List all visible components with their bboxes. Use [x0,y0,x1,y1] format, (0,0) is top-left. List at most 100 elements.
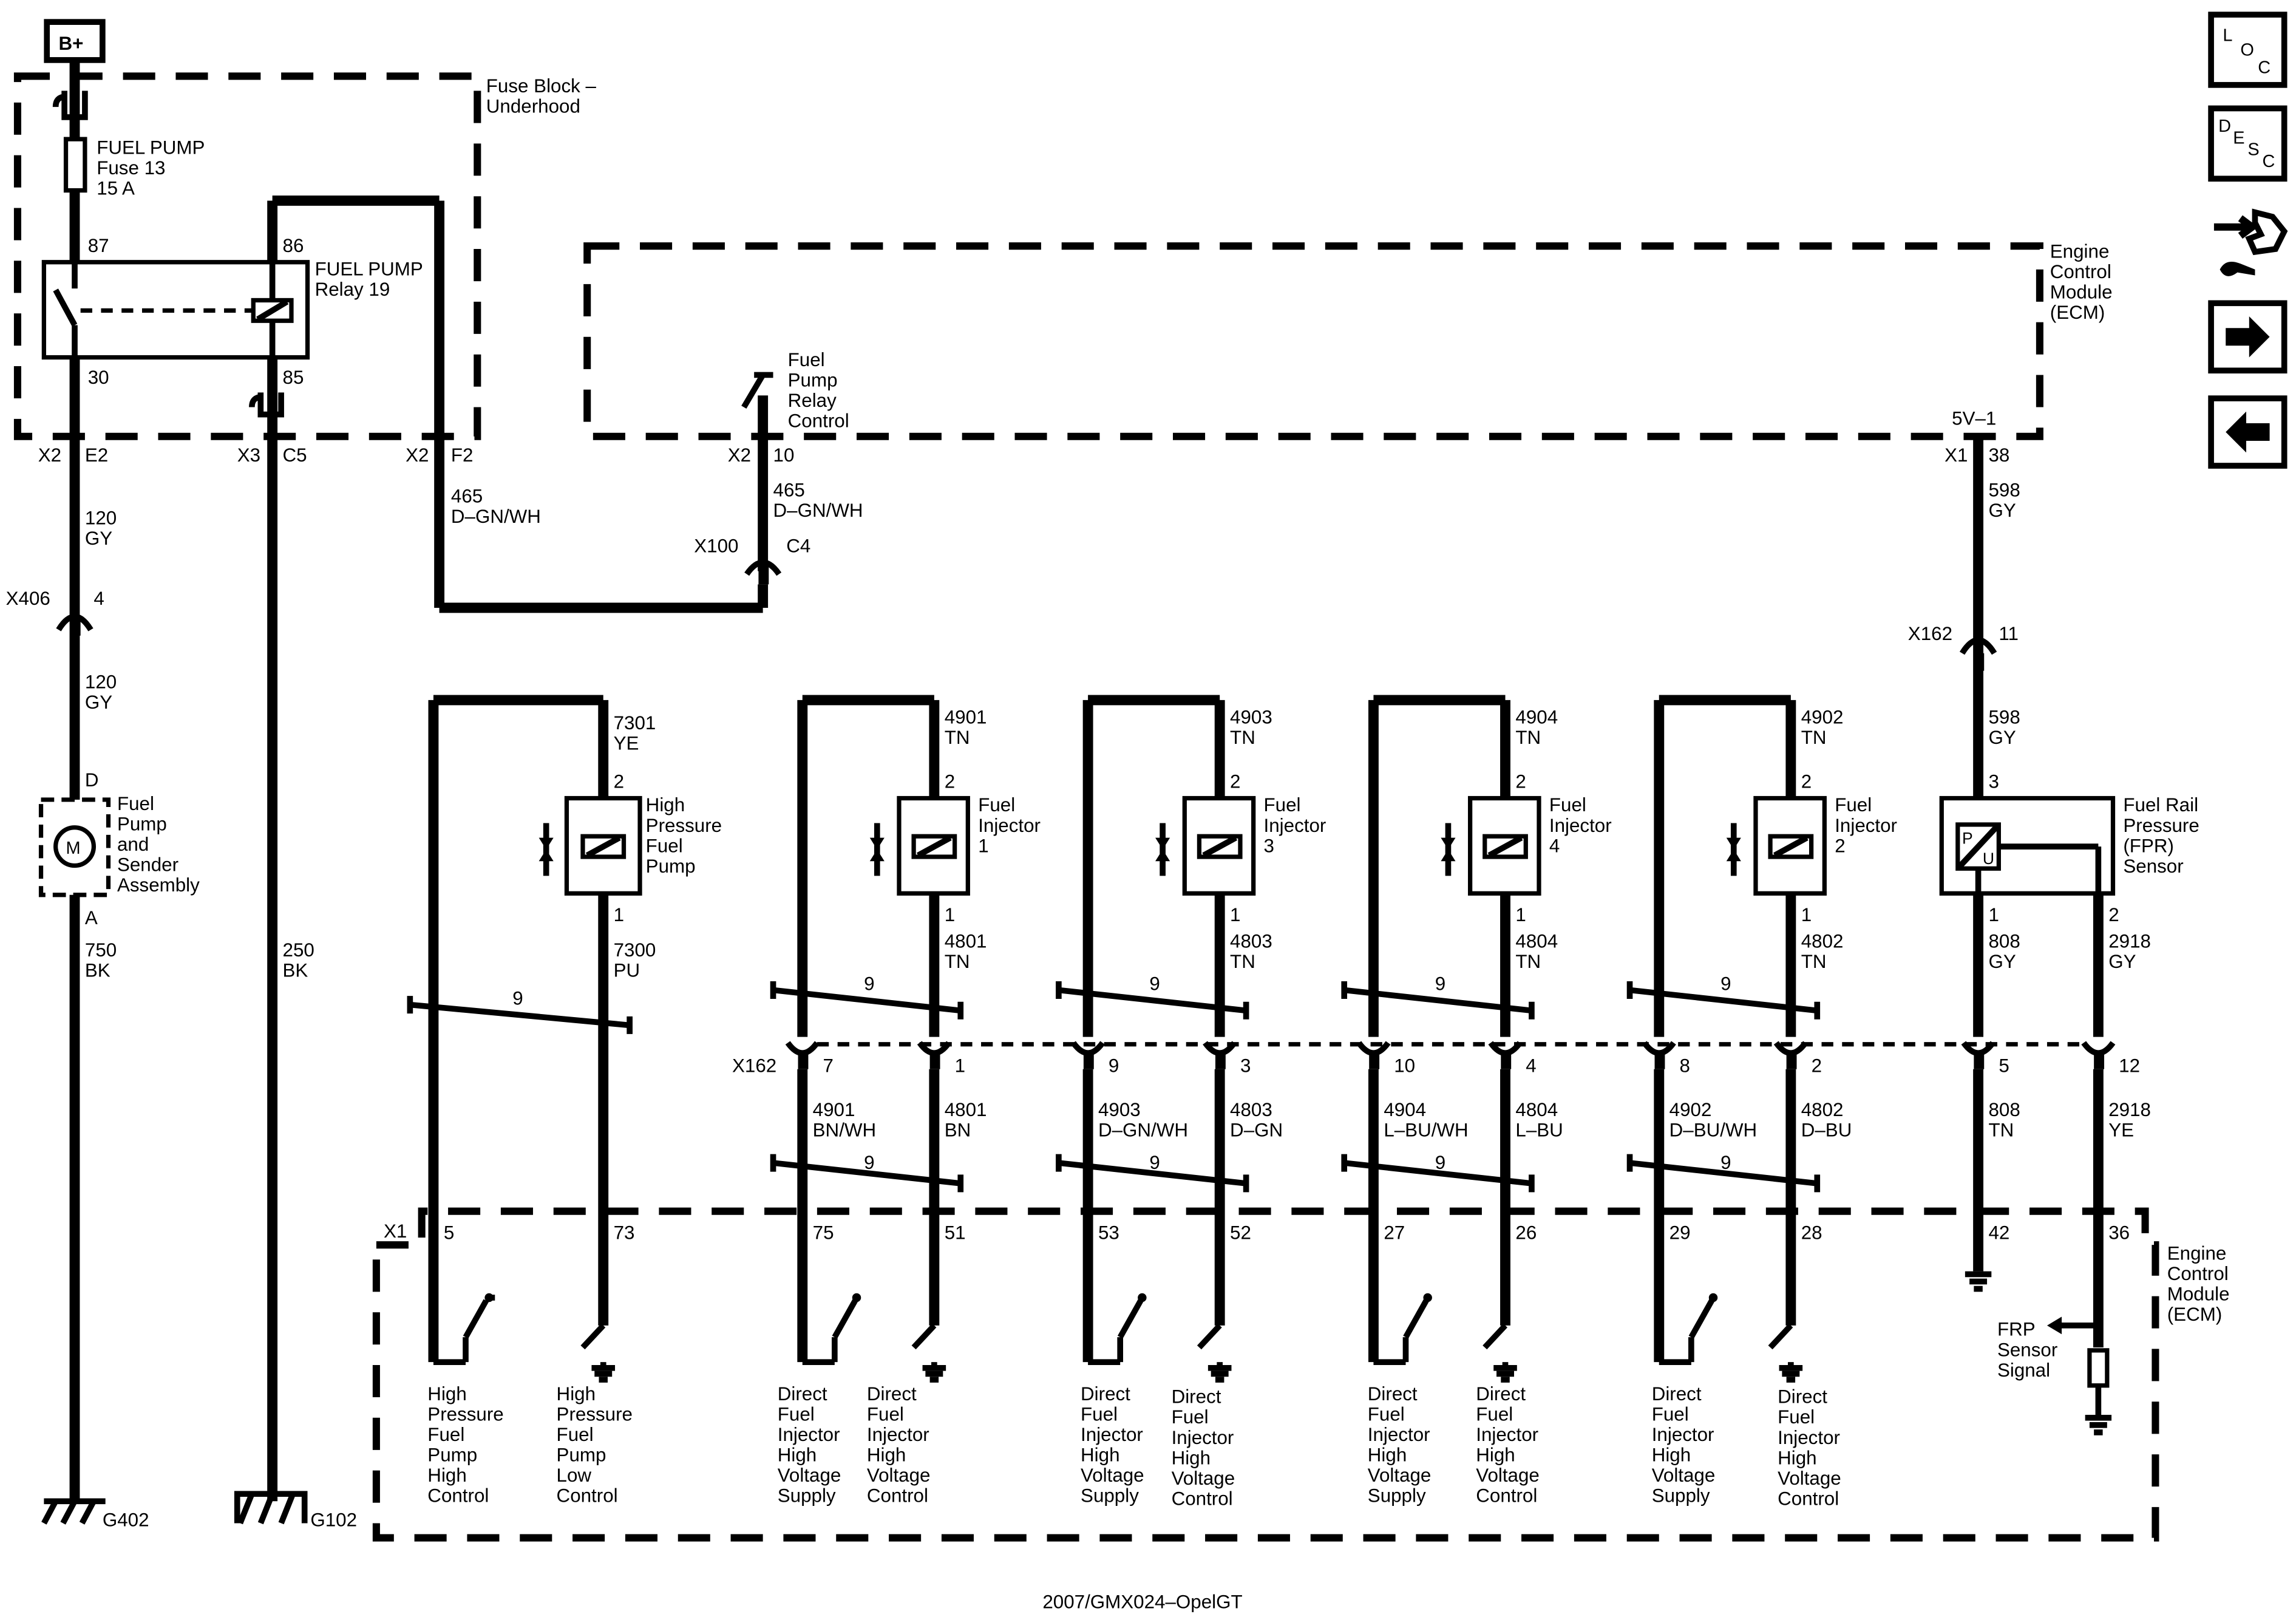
inj3-bundle2: 9 [1149,1152,1160,1173]
ecm-pin-38: 38 [1988,444,2009,466]
inj2-conn-left: 8 [1680,1055,1690,1077]
inj4-pin-bot: 1 [1515,904,1526,925]
connector-end-view-icon[interactable] [2213,208,2288,276]
hp-valve-icon [538,823,554,876]
svg-text:D: D [2218,117,2231,136]
svg-text:O: O [2240,41,2254,60]
conn-x2-right: X2 [406,444,429,466]
inj2-pin-bot: 1 [1801,904,1812,925]
fuse-block-label: Fuse Block –Underhood [486,75,597,117]
inj3-pin-bot: 1 [1230,904,1240,925]
svg-text:S: S [2247,140,2259,160]
next-arrow-icon[interactable] [2208,300,2288,374]
ground-g402-label: G402 [103,1509,149,1530]
injector-4 [1341,695,1541,1363]
frp-ecm-36: 36 [2108,1222,2130,1244]
ground-g402-icon [41,1498,106,1525]
conn-e2: E2 [85,444,108,466]
inj1-bundle1: 9 [864,973,874,994]
inj1-ecm-left: 75 [813,1222,834,1244]
injector-2 [1626,695,1827,1363]
c5-connector-icon [249,392,284,418]
svg-text:L: L [2223,26,2232,46]
frp-pin-2: 2 [2108,904,2119,925]
frp-ground-icon [1965,1271,1992,1292]
x406-pin: 4 [93,588,104,609]
ecm-conn-x2: X2 [728,444,751,466]
previous-arrow-icon[interactable] [2208,395,2288,469]
hp-pump-pin-1: 1 [614,904,624,925]
inj4-ecm-right: 26 [1515,1222,1537,1244]
frp-pin-3: 3 [1988,771,1999,792]
ground-g102-icon [234,1491,308,1525]
frp-p: P [1962,829,1973,847]
frp-resistor-ground-icon [2085,1414,2112,1435]
conn-c5: C5 [283,444,307,466]
ecm-driver-switches [433,1293,1803,1383]
x406-label: X406 [6,588,50,609]
inj4-conn-right: 4 [1526,1055,1536,1077]
inj4-pin-top: 2 [1515,771,1526,792]
inj3-conn-right: 3 [1240,1055,1251,1077]
inj3-ecm-right: 52 [1230,1222,1251,1244]
description-button[interactable]: D E S C [2208,105,2288,182]
inj2-pin-top: 2 [1801,771,1812,792]
hp-bundle-icon [407,996,633,1034]
inj2-conn-right: 2 [1812,1055,1822,1077]
inj1-ecm-right: 51 [945,1222,966,1244]
c4-label: C4 [786,535,810,556]
inline-connector-icon [52,90,88,120]
inj2-bundle2: 9 [1720,1152,1731,1173]
hp-ecm-pin-5: 5 [444,1222,454,1244]
motor-label: M [66,839,81,858]
frp-signal-arrow-icon [2046,1316,2103,1335]
location-button[interactable]: L O C [2208,12,2288,88]
x406-connector-icon [56,613,93,632]
relay-pin-30: 30 [88,367,109,388]
x162-top-connector-icon [1959,637,1997,655]
relay-pin-87: 87 [88,235,109,256]
pump-pin-d: D [85,769,99,791]
ecm-bottom-outline [372,1207,2159,1542]
conn-x2-left: X2 [38,444,61,466]
pump-pin-a: A [85,907,98,928]
inj1-conn-left: 7 [823,1055,834,1077]
hp-ecm-pin-73: 73 [614,1222,635,1244]
frp-u: U [1983,850,1994,868]
fuse-block-outline [13,72,481,440]
x100-label: X100 [694,535,738,556]
fuse-icon [63,137,87,193]
inj3-bundle1: 9 [1149,973,1160,994]
